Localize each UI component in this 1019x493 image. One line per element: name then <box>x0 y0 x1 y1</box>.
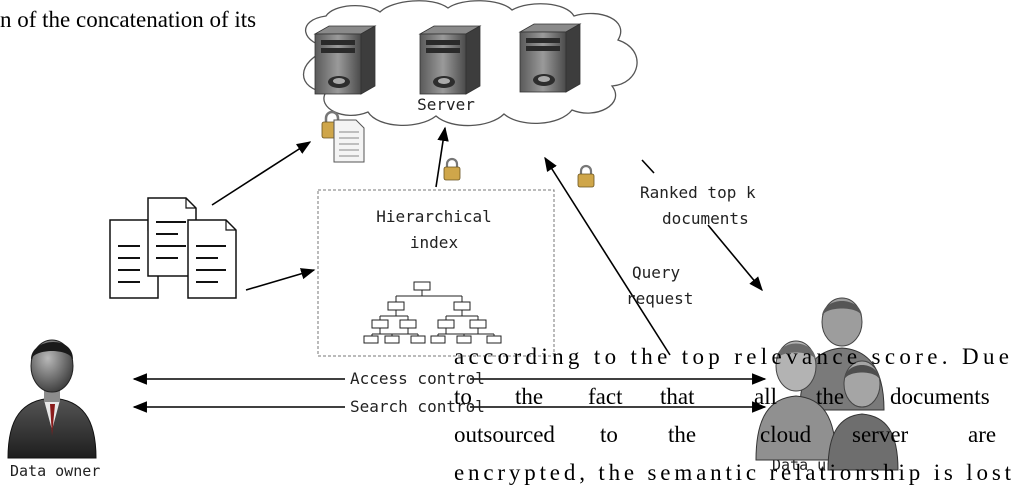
index-label-line1: Hierarchical <box>376 207 492 226</box>
overlay-word: to <box>454 384 472 409</box>
overlay-word: documents <box>890 384 990 409</box>
overlay-line1: according to the top relevance score. Du… <box>454 344 1009 369</box>
arrow-query-request <box>544 156 671 356</box>
overlay-line3: outsourced to the cloud server are <box>454 422 996 447</box>
overlay-line4: encrypted, the semantic relationship is … <box>454 460 1012 485</box>
access-control-label: Access control <box>350 369 485 388</box>
document-stack-icon <box>109 197 237 299</box>
arrow-docs-to-index <box>245 268 316 291</box>
query-label-line2: request <box>626 289 693 308</box>
overlay-word: that <box>660 384 695 409</box>
cloud-shape <box>302 0 638 127</box>
lock-icon <box>577 164 595 188</box>
ranked-label-line2: documents <box>662 209 749 228</box>
data-owner-label: Data owner <box>10 462 100 480</box>
overlay-top-fragment: n of the concatenation of its <box>0 7 256 32</box>
arrow-ranked-docs <box>707 224 763 292</box>
overlay-word: fact <box>588 384 623 409</box>
arrow-ranked-start <box>641 159 655 174</box>
overlay-word: server <box>852 422 909 447</box>
server-label: Server <box>417 95 475 114</box>
server-icon <box>418 25 482 95</box>
document-icon <box>333 119 365 163</box>
overlay-word: all <box>754 384 777 409</box>
search-control-label: Search control <box>350 397 485 416</box>
data-owner-person-icon <box>7 339 97 459</box>
server-icon <box>518 23 582 93</box>
query-label-line1: Query <box>632 263 681 282</box>
overlay-word: the <box>668 422 696 447</box>
tree-icon <box>363 281 502 344</box>
overlay-line2: to the fact that all the documents <box>454 384 990 409</box>
arrows <box>132 126 767 413</box>
overlay-word: to <box>600 422 618 447</box>
ranked-label-line1: Ranked top k <box>640 183 756 202</box>
overlay-word: are <box>968 422 996 447</box>
hierarchical-index-box <box>317 189 555 357</box>
overlay-word: cloud <box>760 422 812 447</box>
data-user-group-icon <box>755 297 899 471</box>
server-icon <box>313 25 377 95</box>
lock-icon <box>443 157 461 181</box>
overlay-word: outsourced <box>454 422 555 447</box>
arrow-index-to-cloud <box>435 126 449 188</box>
overlay-word: the <box>816 384 844 409</box>
arrow-docs-to-cloud <box>211 141 312 206</box>
overlay-word: the <box>515 384 543 409</box>
index-label-line2: index <box>410 233 459 252</box>
